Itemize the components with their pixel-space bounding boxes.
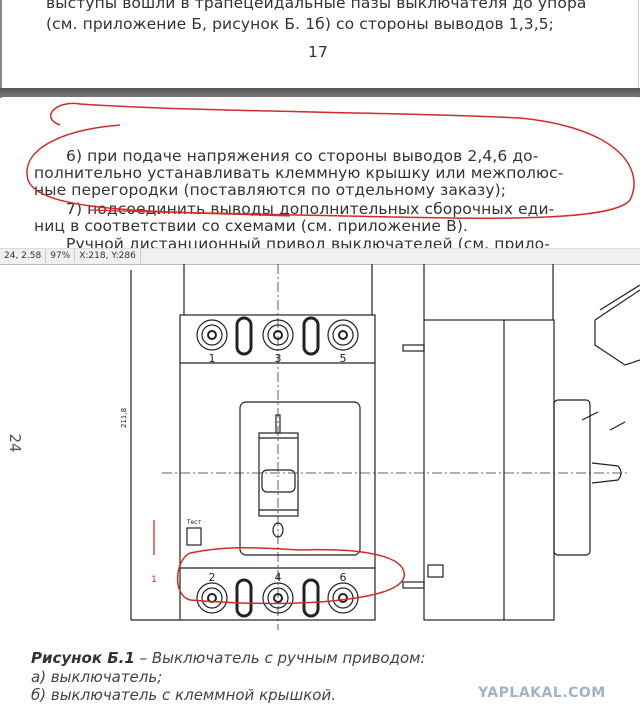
cursor-position: X:218, Y:286 xyxy=(75,249,141,263)
handle-panel xyxy=(239,401,361,556)
annotation-mark: 1 xyxy=(151,575,157,585)
caption-item-b: б) выключатель с клеммной крышкой. xyxy=(31,686,336,704)
terminal-label: 4 xyxy=(275,571,282,584)
test-button xyxy=(186,527,202,546)
text-line: выступы вошли в трапецеидальные пазы вык… xyxy=(46,0,587,12)
text-line: 6) при подаче напряжения со стороны выво… xyxy=(66,147,539,165)
bottom-terminals xyxy=(196,578,359,618)
test-label: Тест xyxy=(186,519,202,526)
red-ellipse-annotation xyxy=(26,102,635,219)
zoom-level: 97% xyxy=(46,249,76,263)
figure-number: Рисунок Б.1 xyxy=(31,649,135,667)
text-line: ные перегородки (поставляются по отдельн… xyxy=(34,181,507,199)
terminal-label: 2 xyxy=(209,571,216,584)
image-size: 24, 2.58 xyxy=(0,249,47,263)
page-separator xyxy=(0,88,640,97)
page-number-rotated: 24 xyxy=(6,433,24,452)
page-number: 17 xyxy=(308,43,328,61)
terminal xyxy=(262,319,294,351)
terminal-label: 3 xyxy=(275,352,282,365)
terminal xyxy=(196,582,228,614)
terminal xyxy=(327,319,359,351)
top-page xyxy=(0,0,639,98)
text-line: полнительно устанавливать клеммную крышк… xyxy=(34,164,564,182)
terminal-label: 1 xyxy=(209,352,216,365)
red-ellipse-annotation xyxy=(176,547,405,605)
text-line: (см. приложение Б, рисунок Б. 1б) со сто… xyxy=(46,15,555,33)
toggle xyxy=(258,432,299,517)
dimension-label: 211,8 xyxy=(120,408,128,428)
figure-title: – Выключатель с ручным приводом: xyxy=(134,649,426,667)
terminal xyxy=(196,319,228,351)
caption-item-a: а) выключатель; xyxy=(31,668,163,686)
watermark: YAPLAKAL.COM xyxy=(478,685,606,701)
terminal xyxy=(262,582,294,614)
top-terminals xyxy=(196,316,359,356)
terminal-label: 6 xyxy=(340,571,347,584)
breaker-body xyxy=(179,314,376,621)
text-line: ниц в соответствии со схемами (см. прило… xyxy=(34,217,469,235)
figure-caption-title: Рисунок Б.1 – Выключатель с ручным приво… xyxy=(31,649,426,667)
terminal-label: 5 xyxy=(340,352,347,365)
